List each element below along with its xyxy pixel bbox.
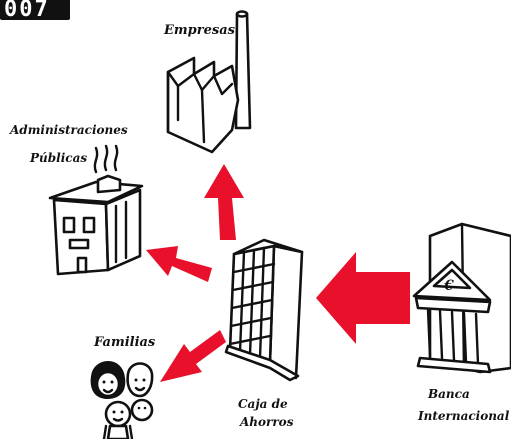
label-administraciones: Administraciones: [9, 123, 128, 137]
label-empresas: Empresas: [163, 23, 236, 38]
label-familias: Familias: [93, 335, 156, 350]
label-publicas: Públicas: [29, 151, 87, 165]
savings-bank-building-icon: [226, 240, 302, 380]
label-banca-line1: Banca: [427, 387, 470, 401]
government-building-icon: [50, 146, 142, 274]
family-icon: [92, 362, 152, 439]
arrow-caja-to-empresas: [204, 164, 244, 240]
label-caja-line1: Caja de: [238, 397, 288, 411]
label-caja-line2: Ahorros: [239, 415, 294, 429]
euro-sign: €: [443, 278, 454, 294]
international-bank-icon: €: [414, 224, 511, 372]
counter-badge: 007: [0, 0, 70, 22]
arrow-banca-to-caja: [316, 252, 410, 344]
label-banca-line2: Internacional: [417, 409, 510, 423]
counter-text: 007: [4, 0, 50, 22]
arrow-caja-to-administraciones: [146, 246, 212, 282]
arrow-caja-to-familias: [160, 330, 226, 382]
